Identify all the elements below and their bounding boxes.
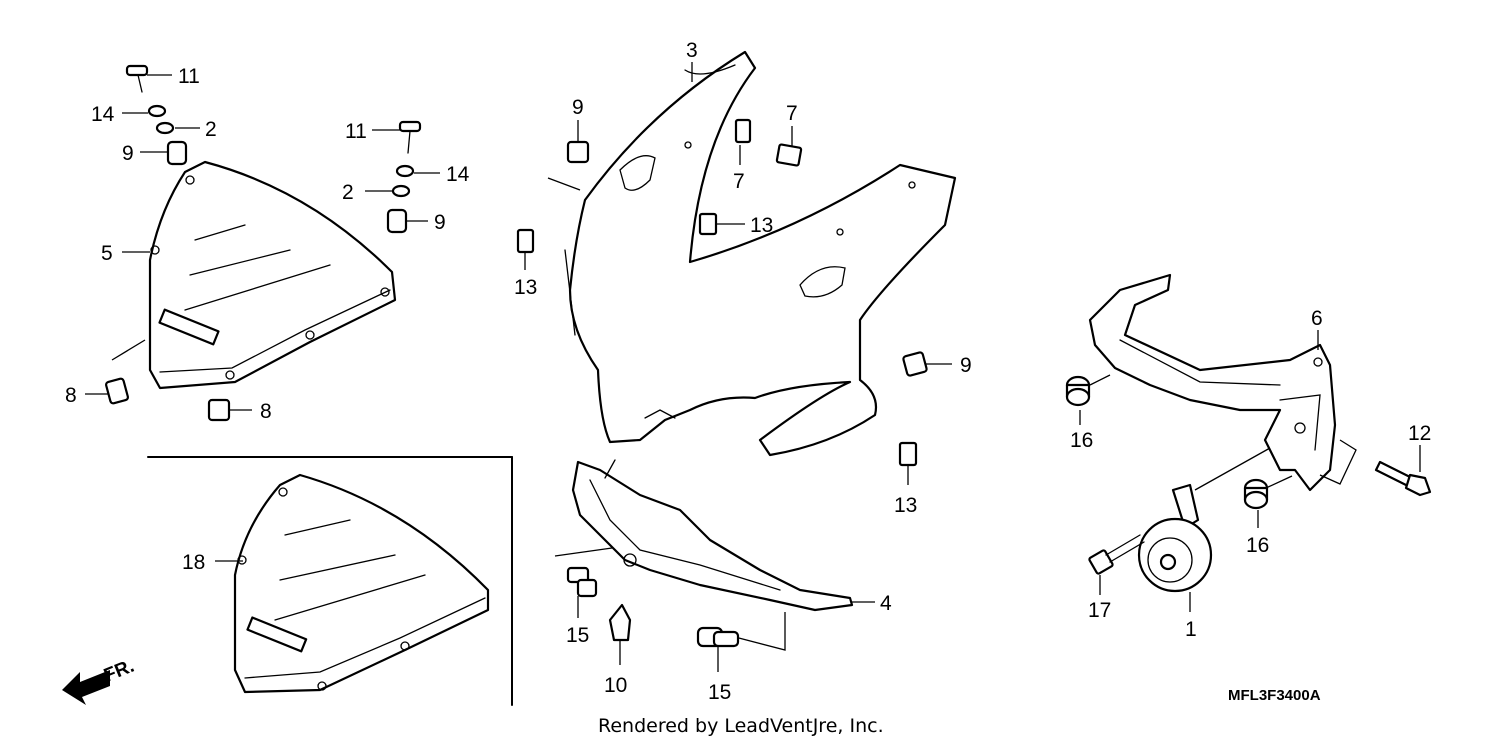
callout-15-right: 15: [708, 681, 731, 704]
callout-9-cowl: 9: [572, 96, 584, 119]
callout-1: 1: [1185, 618, 1197, 641]
diagram-code: MFL3F3400A: [1228, 687, 1321, 704]
callout-11-left: 11: [178, 65, 200, 88]
callout-4: 4: [880, 592, 892, 615]
nut-8-bottom[interactable]: [207, 398, 231, 422]
clip-13-c[interactable]: [898, 441, 918, 467]
screw-11-left[interactable]: [125, 64, 149, 93]
callout-10: 10: [604, 674, 627, 697]
front-direction-label: FR.: [101, 656, 137, 687]
clip-7-b[interactable]: [775, 143, 803, 167]
nut-9-left[interactable]: [166, 140, 188, 166]
callout-2-left: 2: [205, 118, 217, 141]
grommet-2-right[interactable]: [391, 184, 411, 198]
inner-panel[interactable]: [571, 459, 854, 612]
bolt-12[interactable]: [1374, 460, 1432, 497]
clip-13-a[interactable]: [698, 212, 718, 236]
rivet-15-left[interactable]: [566, 566, 598, 598]
callout-12: 12: [1408, 422, 1431, 445]
callout-8-bottom: 8: [260, 400, 272, 423]
damper-16-left[interactable]: [1065, 375, 1091, 407]
callout-17: 17: [1088, 599, 1111, 622]
callout-14-left: 14: [91, 103, 115, 126]
callout-5: 5: [101, 242, 113, 265]
screw-11-right[interactable]: [398, 120, 422, 154]
callout-7-upper: 7: [786, 102, 798, 125]
washer-14-left[interactable]: [147, 104, 167, 118]
callout-13-right: 13: [894, 494, 917, 517]
callout-7-lower: 7: [733, 170, 745, 193]
clip-13-b[interactable]: [516, 228, 535, 254]
damper-16-right[interactable]: [1243, 478, 1269, 510]
callout-9-left: 9: [122, 142, 134, 165]
clip-7-a[interactable]: [734, 118, 752, 144]
callout-15-left: 15: [566, 624, 589, 647]
callout-9-cowl-right: 9: [960, 354, 972, 377]
clip-10[interactable]: [608, 603, 632, 642]
callout-3: 3: [686, 39, 698, 62]
callout-16-left: 16: [1070, 429, 1093, 452]
windscreen-18[interactable]: [233, 473, 490, 694]
upper-cowl[interactable]: [564, 50, 957, 457]
callout-16-right: 16: [1246, 534, 1269, 557]
callout-2-right: 2: [342, 181, 354, 204]
bolt-17[interactable]: [1088, 534, 1145, 575]
callout-18: 18: [182, 551, 205, 574]
windscreen[interactable]: [148, 160, 397, 390]
callout-6: 6: [1311, 307, 1323, 330]
washer-14-right[interactable]: [395, 164, 415, 178]
rivet-15-right[interactable]: [696, 626, 740, 648]
spare-box: [147, 456, 513, 706]
nut-9-cowl-top[interactable]: [566, 140, 590, 164]
callout-13-left: 13: [514, 276, 537, 299]
callout-9-right: 9: [434, 211, 446, 234]
callout-11-right: 11: [345, 120, 367, 143]
nut-9-cowl-right[interactable]: [902, 351, 928, 377]
callout-14-right: 14: [446, 163, 470, 186]
front-direction-arrow-icon: [62, 670, 110, 705]
callout-13-center: 13: [750, 214, 773, 237]
horn[interactable]: [1137, 483, 1213, 593]
nut-9-right[interactable]: [386, 208, 408, 234]
grommet-2-left[interactable]: [155, 121, 175, 135]
callout-8-left: 8: [65, 384, 77, 407]
nut-8-left[interactable]: [105, 377, 129, 405]
cowl-stay[interactable]: [1088, 273, 1337, 492]
credit-text: Rendered by LeadVentJre, Inc.: [598, 715, 884, 737]
